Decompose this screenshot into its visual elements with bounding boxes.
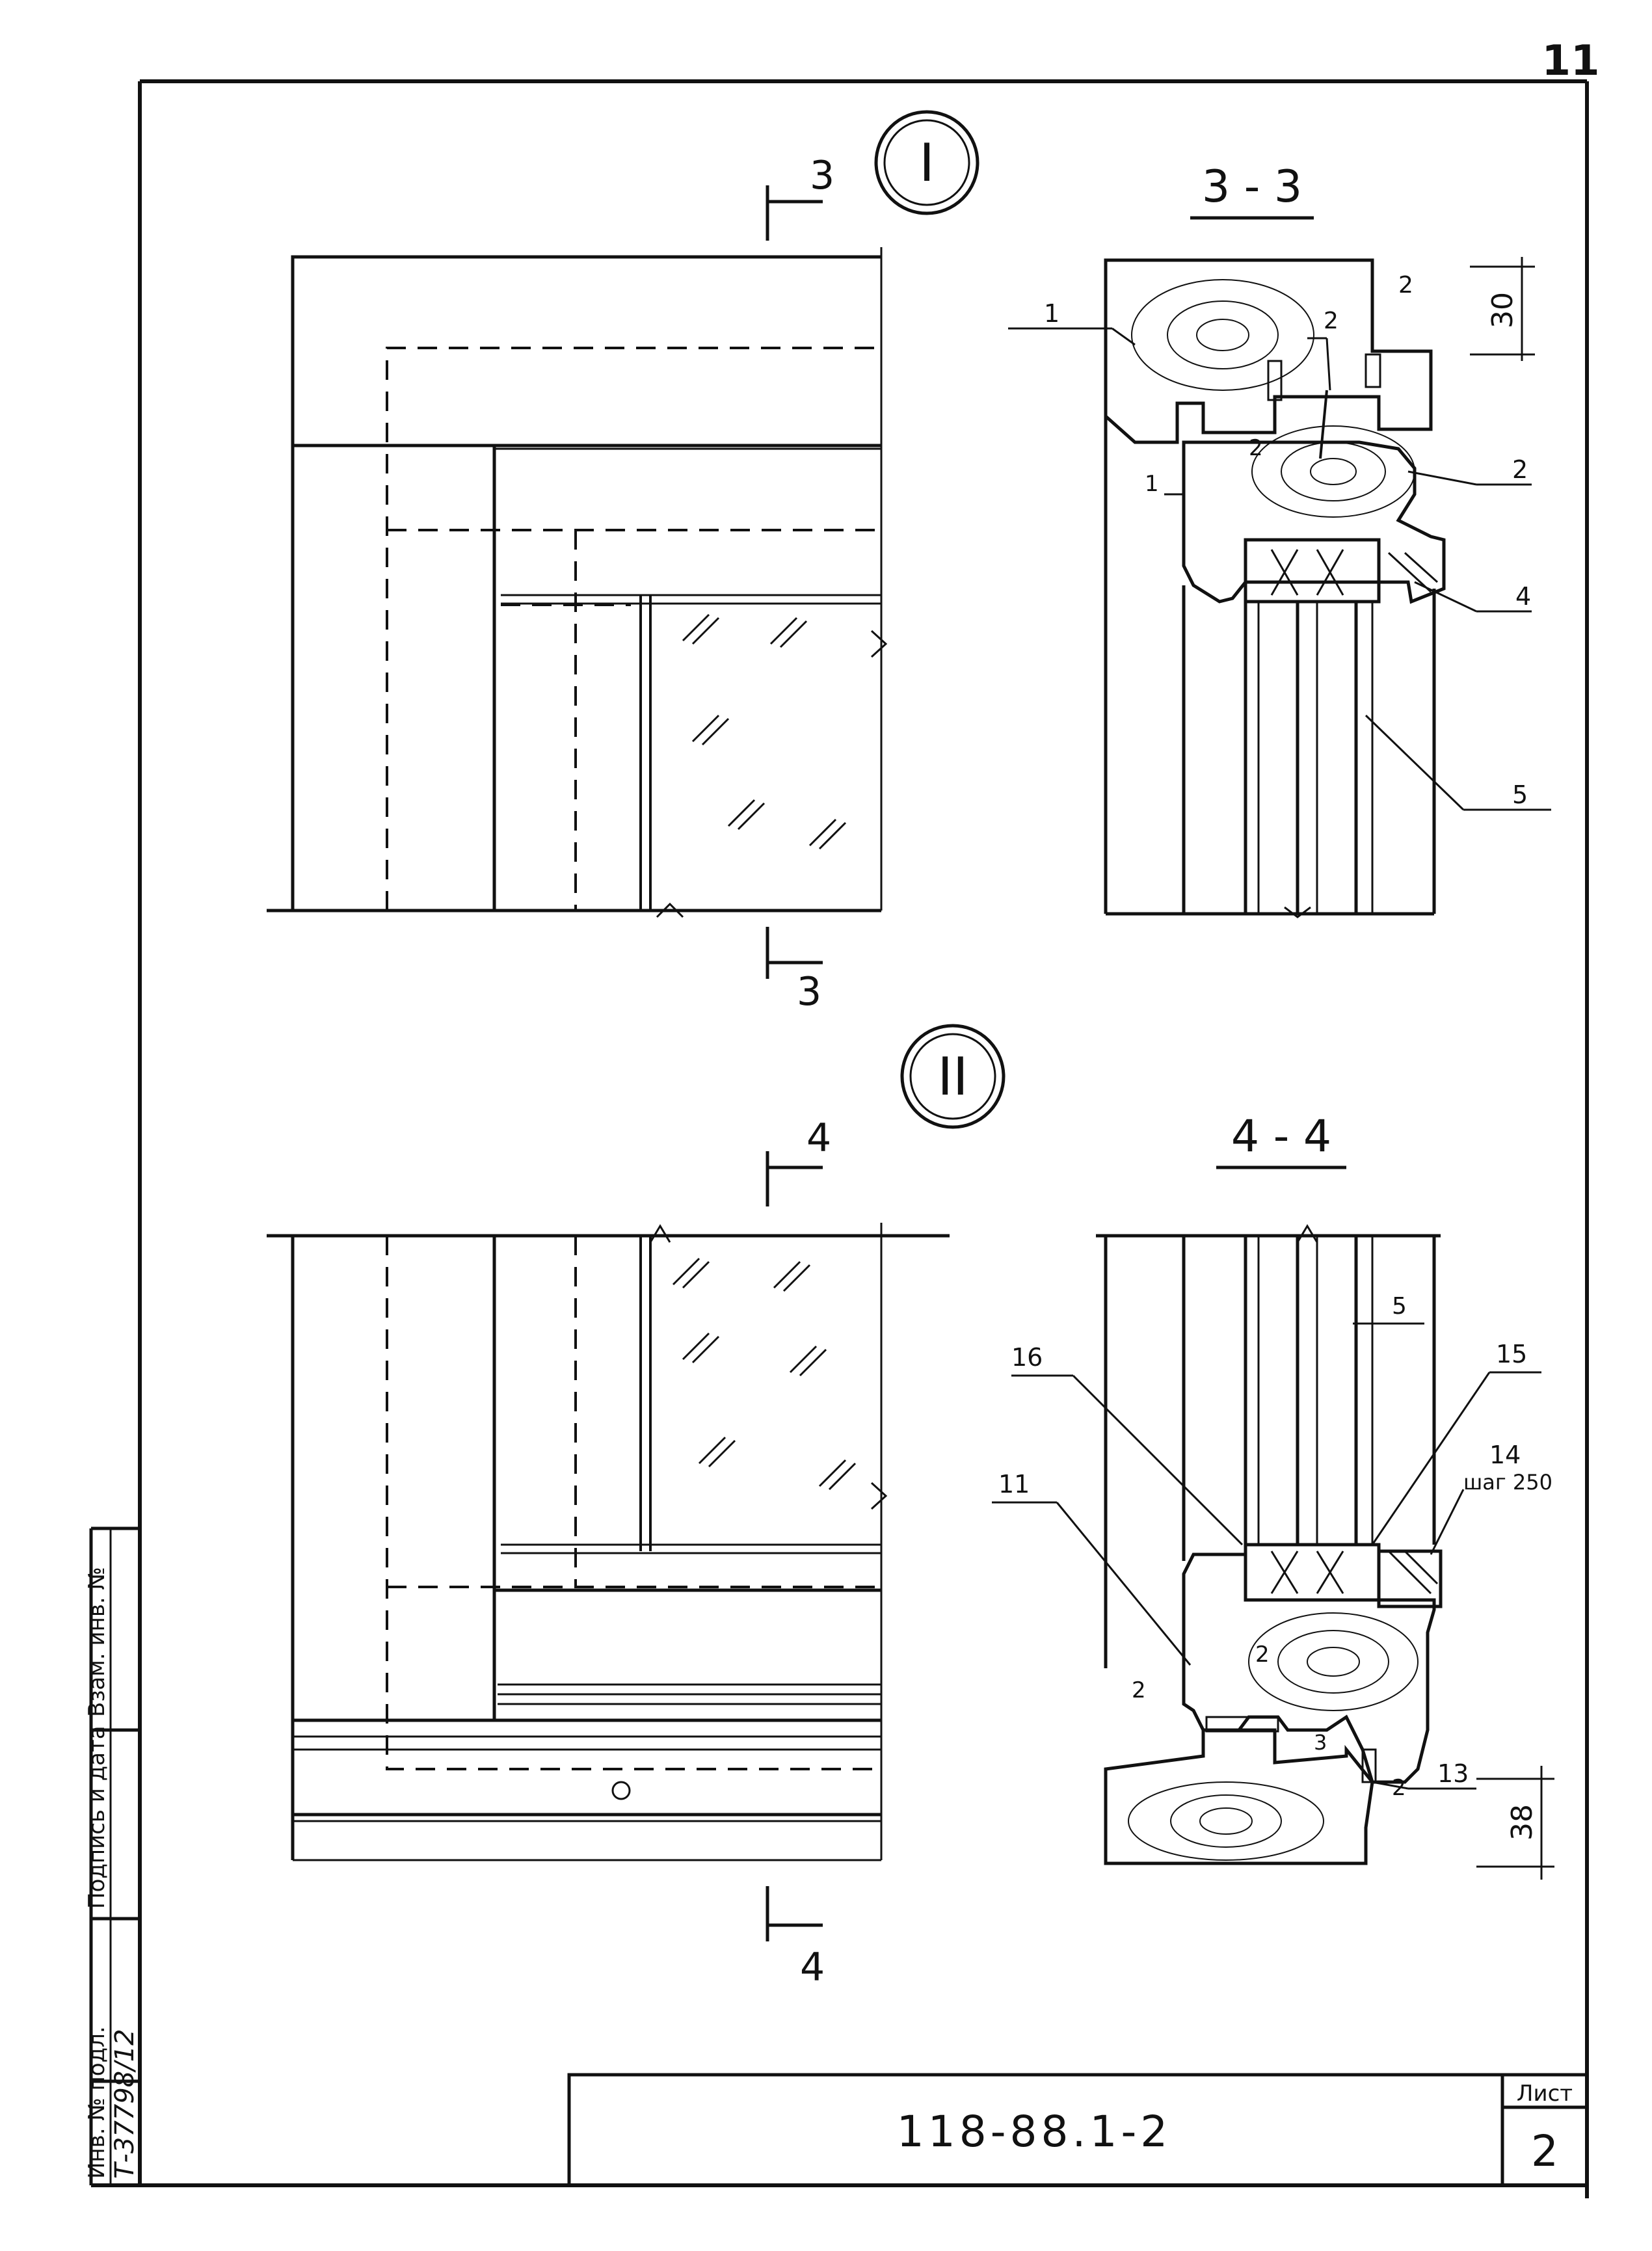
section-mark-3-top: 3 [810, 153, 834, 198]
detail-ii-marker [900, 1024, 1006, 1129]
dim-gap-d: 2 [1392, 1775, 1406, 1801]
callout-2: 2 [1512, 455, 1528, 484]
section-4-4-drawing [992, 1224, 1554, 1880]
stamp-signature-date: Подпись и дата [84, 1725, 110, 1909]
dim-gap-a: 2 [1255, 1642, 1270, 1668]
callout-1: 1 [1044, 299, 1059, 328]
stamp-inv-value: Т-37798/12 [110, 2029, 140, 2179]
detail-ii-elevation [267, 1151, 950, 1941]
detail-i-elevation [267, 185, 888, 979]
dim-height-38: 38 [1506, 1804, 1539, 1841]
dim-gap-left: 1 [1145, 471, 1159, 497]
list-label: Лист [1517, 2081, 1573, 2107]
section-mark-3-bottom: 3 [797, 969, 821, 1015]
dim-gap-leaf: 2 [1324, 308, 1339, 334]
detail-ii-numeral: II [937, 1046, 968, 1107]
callout-11: 11 [998, 1470, 1030, 1498]
dim-gap-top: 2 [1398, 272, 1413, 299]
callout-14: 14 [1489, 1441, 1521, 1469]
dim-gap-mid: 2 [1249, 435, 1263, 461]
list-number: 2 [1531, 2126, 1558, 2176]
callout-15: 15 [1496, 1340, 1527, 1368]
callout-14-note: шаг 250 [1463, 1470, 1552, 1495]
dim-gap-c: 3 [1314, 1730, 1327, 1755]
section-3-3-title: 3 - 3 [1202, 161, 1302, 213]
sheet-code: 118-88.1-2 [897, 2107, 1172, 2157]
dim-height-30: 30 [1486, 292, 1519, 328]
title-block [567, 2073, 1589, 2187]
stamp-inv-original: Инв. № подл. [84, 2026, 110, 2179]
section-3-3-drawing [1008, 257, 1551, 918]
detail-i-numeral: I [919, 133, 935, 193]
dim-glass-gap: 5 [1392, 1293, 1407, 1320]
section-mark-4-top: 4 [806, 1115, 831, 1161]
page-number: 11 [1541, 37, 1599, 85]
dim-gap-b: 2 [1132, 1677, 1146, 1703]
callout-5: 5 [1512, 780, 1528, 809]
section-4-4-title: 4 - 4 [1231, 1111, 1331, 1162]
callout-13: 13 [1437, 1759, 1469, 1788]
stamp-inv-replacement: Взам. инв. № [84, 1567, 110, 1717]
sheet-frame [91, 79, 1589, 2198]
side-stamp [89, 1526, 142, 2185]
section-mark-4-bottom: 4 [800, 1945, 825, 1990]
detail-i-marker [874, 110, 979, 215]
callout-16: 16 [1011, 1343, 1043, 1372]
callout-4: 4 [1515, 582, 1531, 611]
